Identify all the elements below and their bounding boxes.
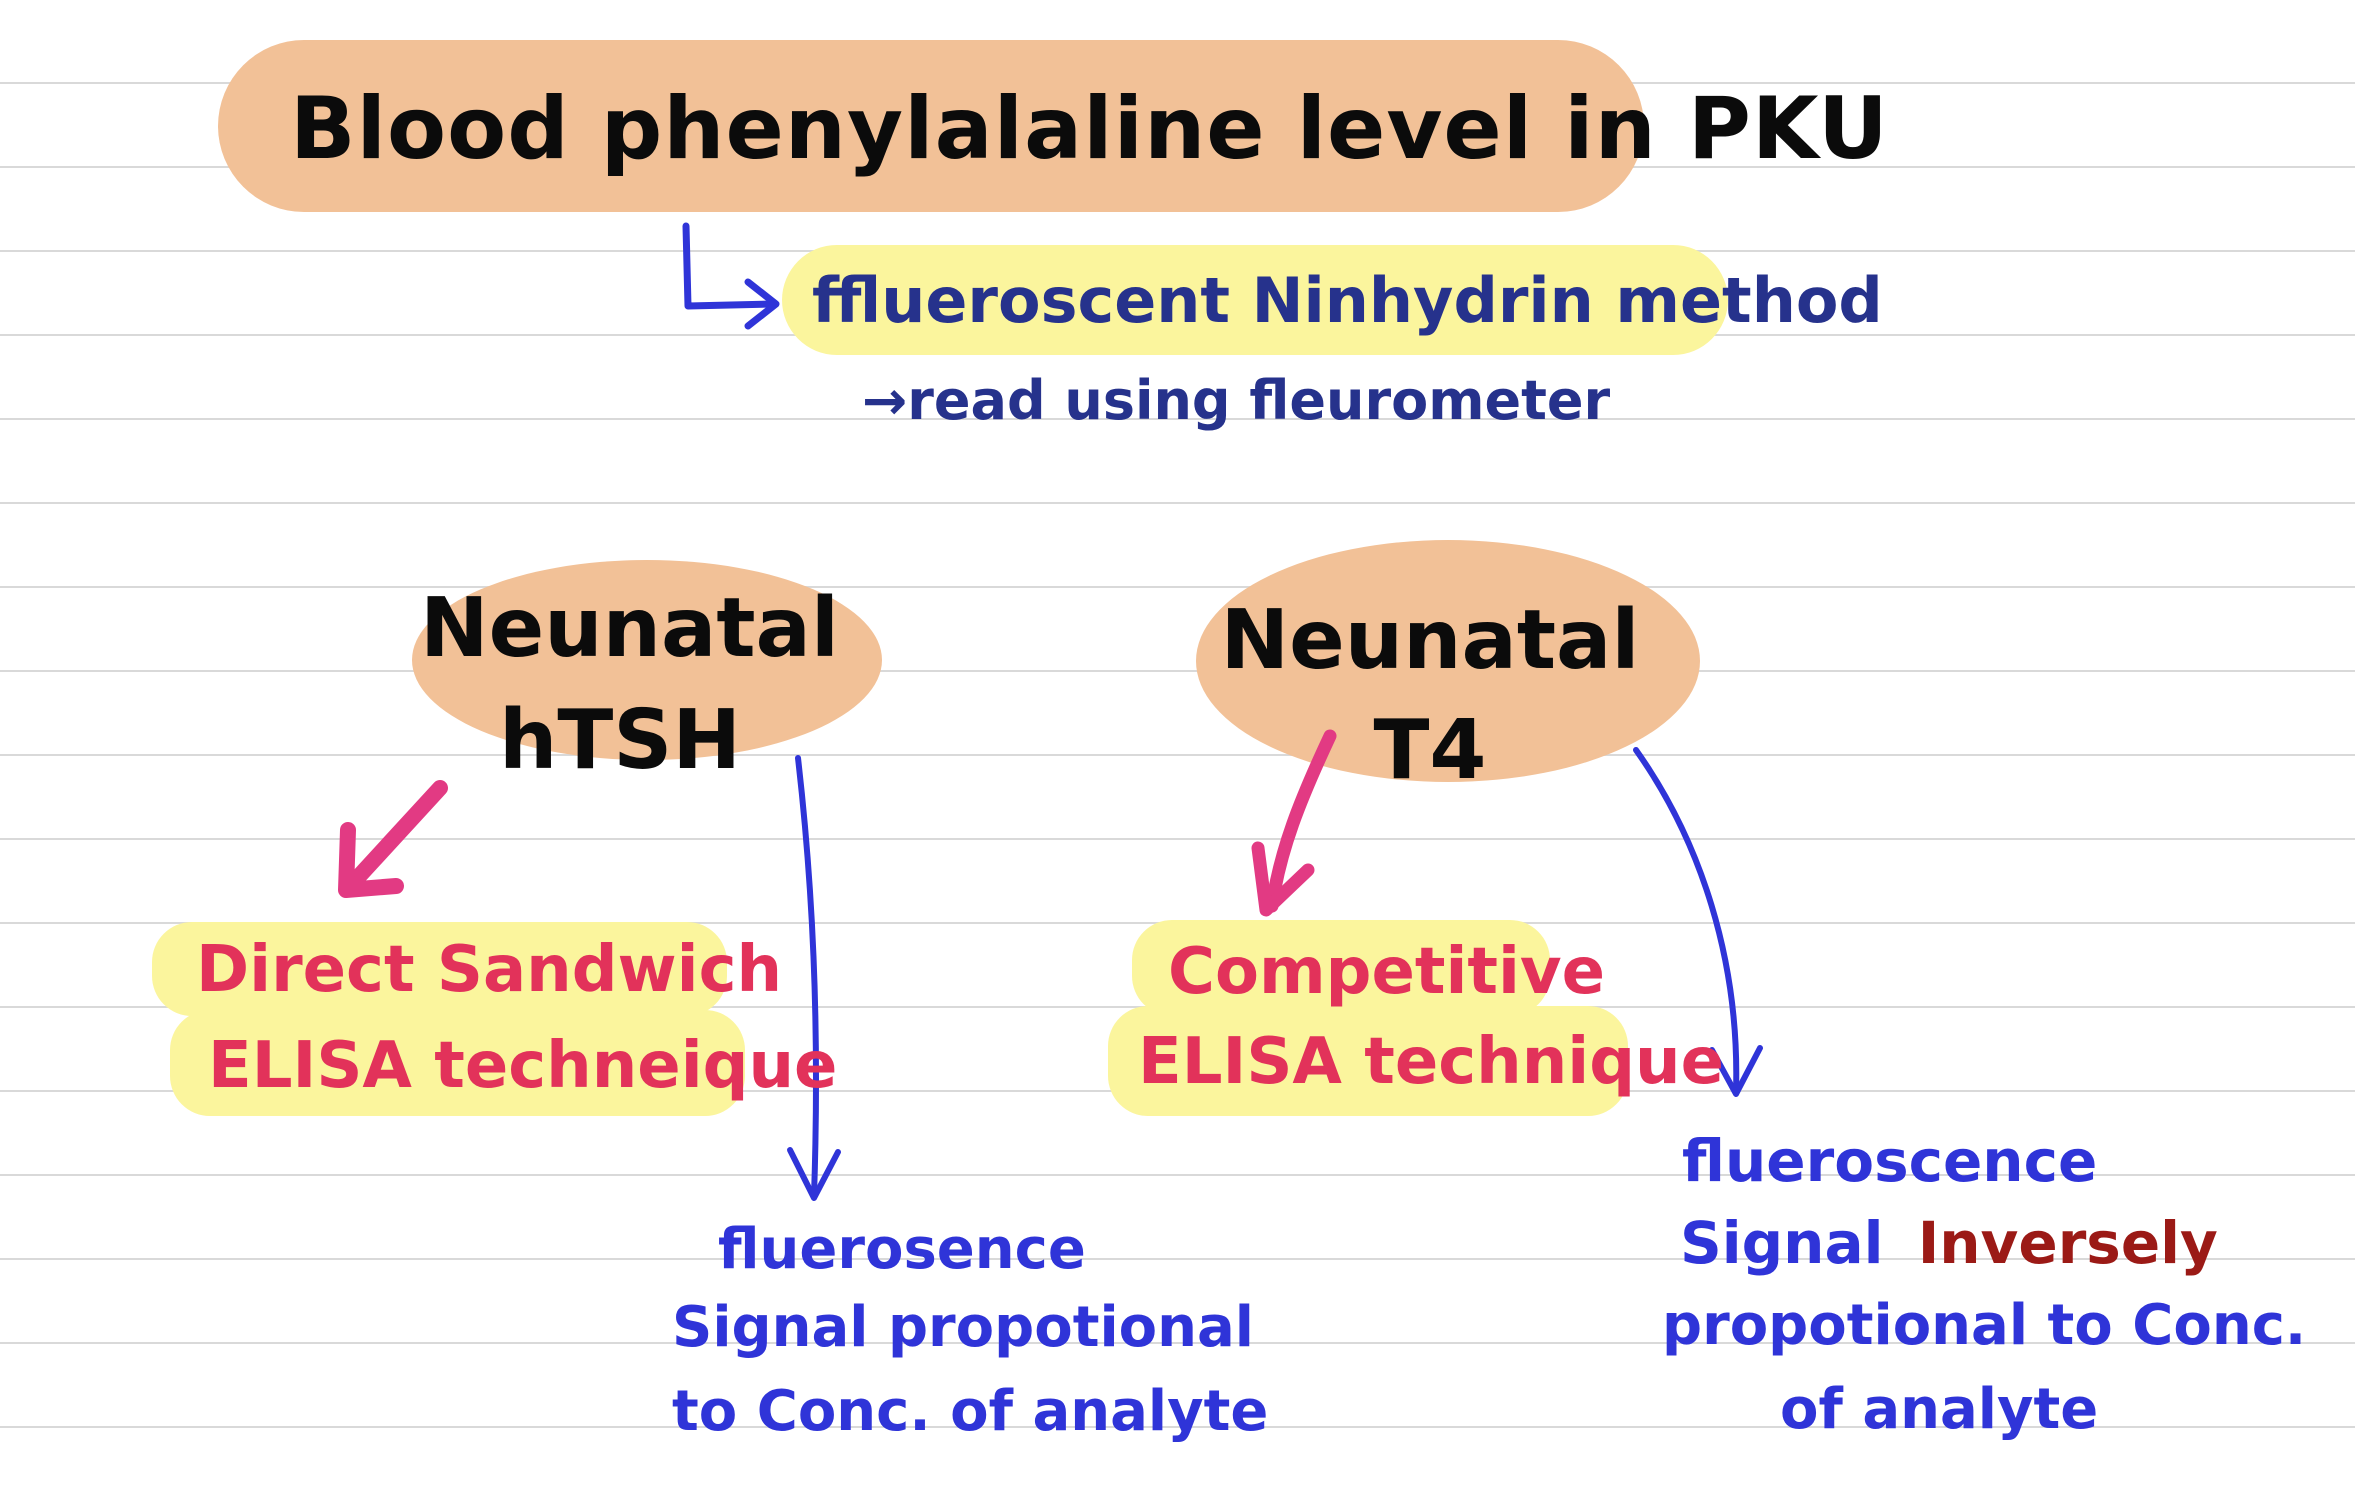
left-heading-line1: Neunatal — [420, 581, 839, 676]
right-technique-line1: Competitive — [1168, 935, 1606, 1009]
right-signal-line3: propotional to Conc. — [1662, 1293, 2307, 1358]
method-note: →read using fleurometer — [862, 369, 1611, 432]
left-technique-line1: Direct Sandwich — [196, 933, 783, 1007]
left-pink-arrow — [338, 780, 448, 898]
title-to-method-arrow — [682, 222, 780, 330]
method-name: fflueroscent Ninhydrin method — [812, 264, 1883, 337]
left-signal-line1: fluerosence — [718, 1217, 1086, 1282]
right-signal-word-signal: Signal — [1680, 1209, 1884, 1277]
right-technique-highlight-1 — [1132, 920, 1550, 1016]
left-technique-line2: ELISA techneique — [208, 1029, 838, 1103]
left-heading-line2: hTSH — [499, 693, 741, 788]
right-heading-line1: Neunatal — [1220, 593, 1640, 688]
left-blue-arrow — [787, 755, 841, 1201]
method-highlight — [782, 245, 1728, 355]
right-technique-line2: ELISA technique — [1138, 1025, 1724, 1099]
right-heading-highlight — [1196, 540, 1700, 782]
left-technique-highlight-2 — [170, 1010, 745, 1116]
right-signal-line4: of analyte — [1780, 1377, 2099, 1442]
right-signal-word-inversely: Inversely — [1917, 1209, 2218, 1277]
left-signal-line2: Signal propotional — [672, 1295, 1254, 1360]
left-heading-highlight — [412, 560, 882, 760]
right-signal-line2: Signal Inversely — [1680, 1214, 2218, 1272]
right-pink-arrow — [1251, 729, 1337, 917]
left-technique-highlight-1 — [152, 922, 727, 1016]
title-highlight — [218, 40, 1644, 212]
right-heading-line2: T4 — [1373, 703, 1487, 798]
right-signal-line1: flueroscence — [1682, 1127, 2098, 1195]
right-blue-arrow — [1633, 747, 1763, 1097]
page-title: Blood phenylalaline level in PKU — [290, 79, 1889, 179]
left-signal-line3: to Conc. of analyte — [672, 1379, 1269, 1444]
right-technique-highlight-2 — [1108, 1006, 1628, 1116]
